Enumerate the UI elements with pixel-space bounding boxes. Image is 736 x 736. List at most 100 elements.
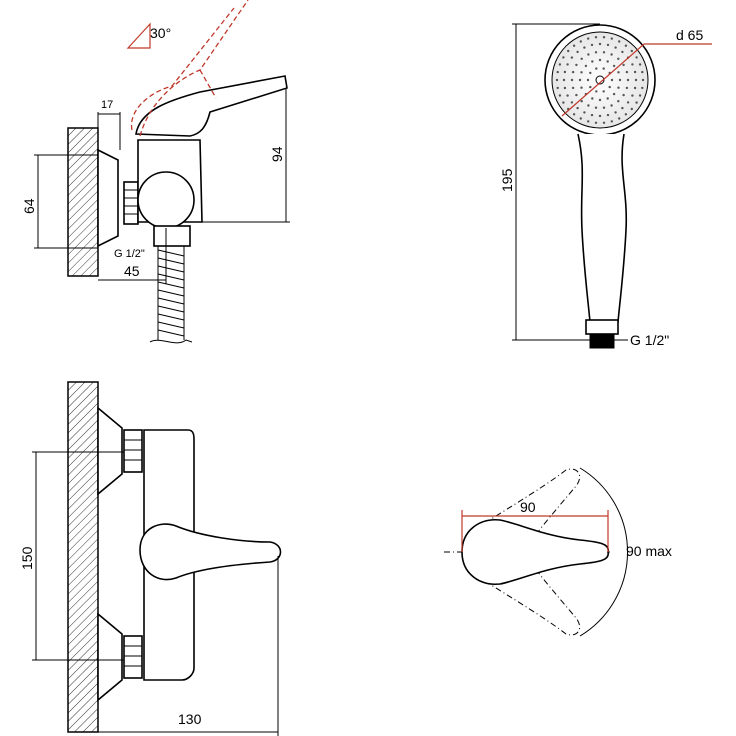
shower-nozzles [555,36,645,125]
shower-handle [577,133,628,323]
nozzle-dot [602,51,606,54]
bottom-flange [97,612,123,702]
diverter-knob [137,171,195,229]
nozzle-dot [621,50,624,54]
nozzle-dot [590,113,594,117]
nozzle-dot [598,58,602,62]
nozzle-dot [602,121,606,125]
nozzle-dot [571,86,575,90]
angle-marker [126,22,151,49]
nozzle-dot [580,71,583,74]
nozzle-dot [631,63,634,66]
nozzle-dot [591,60,594,63]
shower-connector [585,319,619,335]
nozzle-dot [625,86,629,90]
nozzle-dot [598,98,602,102]
lever-raised-outline [130,7,235,131]
nozzle-dot [610,78,614,82]
nozzle-dot [580,57,583,60]
dim-17: 17 [101,99,113,111]
nozzle-dot [587,120,590,123]
nozzle-dot [563,86,567,90]
thread-label-right: G 1/2" [630,332,669,348]
nozzle-dot [626,78,630,82]
lever-top-view [461,519,609,585]
nozzle-dot [614,111,617,114]
nozzle-dot [614,46,617,49]
thread-label-left: G 1/2" [114,248,145,260]
nozzle-dot [638,63,642,66]
nozzle-dot [570,78,574,82]
front-view-mixer: 150 130 [19,381,282,736]
nozzle-dot [575,63,578,67]
nozzle-dot [622,93,625,97]
nozzle-dot [566,94,569,97]
nozzle-dot [621,106,624,110]
top-flange [97,406,123,496]
nozzle-dot [633,86,637,90]
front-lever [139,523,282,581]
hand-shower-view: d 65 195 G 1/2" [499,23,712,349]
dim-64: 64 [21,198,37,214]
nozzle-dot [641,78,645,82]
nozzle-dot [602,106,606,109]
nozzle-dot [638,94,642,97]
nozzle-dot [591,97,594,100]
dim-195: 195 [499,168,515,192]
rotation-arc [579,467,628,637]
nozzle-dot [583,46,586,49]
top-nut [123,429,143,473]
nozzle-dot [630,49,633,53]
nozzle-dot [562,56,565,59]
nozzle-dot [562,78,566,82]
nozzle-dot [590,43,594,47]
nozzle-dot [634,78,638,82]
nozzle-dot [617,100,620,103]
nozzle-dot [579,40,582,43]
eccentric-nut [123,181,139,225]
dim-130: 130 [178,711,202,727]
nozzle-dot [587,53,590,56]
dim-90max: 90 max [626,543,672,559]
nozzle-dot [606,97,609,100]
nozzle-dot [563,70,567,74]
nozzle-dot [626,101,630,104]
nozzle-dot [610,120,613,123]
nozzle-dot [624,44,628,47]
nozzle-dot [602,90,605,93]
nozzle-dot [631,94,634,97]
nozzle-dot [584,64,588,68]
angle-label: 30° [150,25,171,41]
nozzle-dot [587,104,590,107]
nozzle-dot [576,50,579,54]
nozzle-dot [612,64,616,68]
nozzle-dot [555,78,559,82]
nozzle-dot [606,60,609,63]
nozzle-dot [572,44,576,47]
nozzle-dot [618,78,622,82]
nozzle-dot [617,86,620,89]
nozzle-dot [598,114,602,118]
nozzle-dot [622,63,625,67]
dim-45: 45 [124,263,140,279]
nozzle-dot [608,85,611,89]
nozzle-dot [558,94,562,97]
wall-flange [97,148,119,248]
nozzle-dot [633,70,637,74]
nozzle-dot [594,121,598,125]
nozzle-dot [595,90,598,93]
nozzle-dot [556,86,559,90]
nozzle-dot [571,70,575,74]
dim-d65: d 65 [676,27,703,43]
dim-94: 94 [269,146,285,162]
nozzle-dot [570,101,574,104]
lever-rotation-view: 90 90 max [444,467,672,637]
outlet-nut [153,225,191,247]
nozzle-dot [610,37,613,40]
nozzle-dot [587,37,590,40]
nozzle-dot [567,49,570,53]
nozzle-dot [618,40,621,43]
nozzle-dot [558,63,562,66]
nozzle-dot [610,104,613,107]
